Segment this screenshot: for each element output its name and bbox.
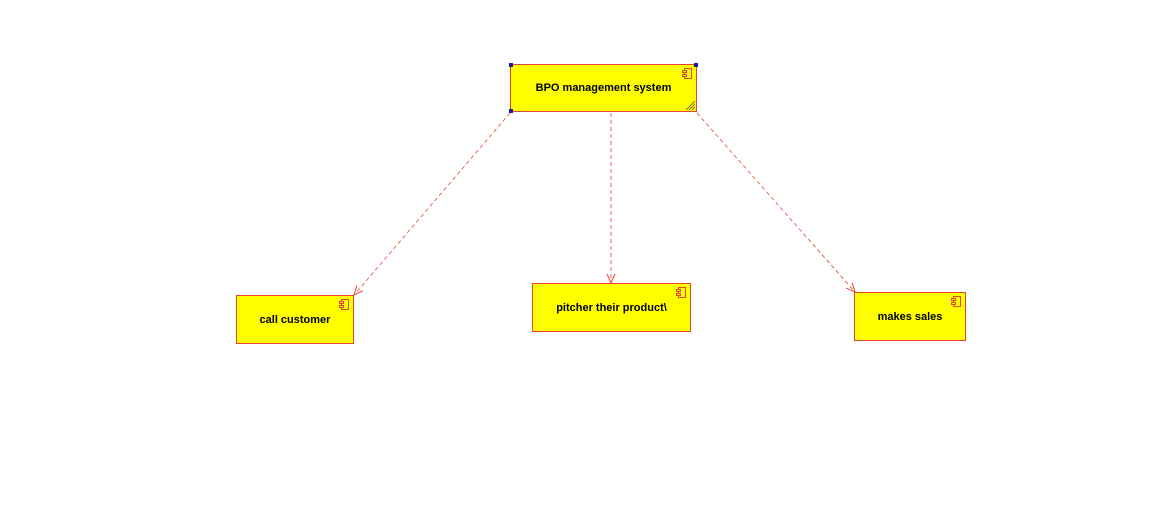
component-label: call customer bbox=[259, 313, 331, 326]
component-icon bbox=[682, 68, 692, 79]
dependency-arrow-makes-sales[interactable] bbox=[696, 112, 855, 292]
component-icon bbox=[339, 299, 349, 310]
resize-grip-icon[interactable] bbox=[685, 100, 695, 110]
selection-handle-top-left[interactable] bbox=[509, 63, 513, 67]
component-label: BPO management system bbox=[535, 82, 672, 94]
component-icon bbox=[951, 296, 961, 307]
component-label: makes sales bbox=[877, 310, 943, 323]
component-call-customer[interactable]: call customer bbox=[236, 295, 354, 344]
dependency-arrow-call-customer[interactable] bbox=[354, 112, 511, 295]
component-label: pitcher their product\ bbox=[556, 301, 667, 314]
component-makes-sales[interactable]: makes sales bbox=[854, 292, 966, 341]
component-pitcher-their-product[interactable]: pitcher their product\ bbox=[532, 283, 691, 332]
selection-handle-top-right[interactable] bbox=[694, 63, 698, 67]
component-icon bbox=[676, 287, 686, 298]
component-bpo-management-system[interactable]: BPO management system bbox=[509, 63, 698, 113]
selection-handle-bottom-left[interactable] bbox=[509, 109, 513, 113]
